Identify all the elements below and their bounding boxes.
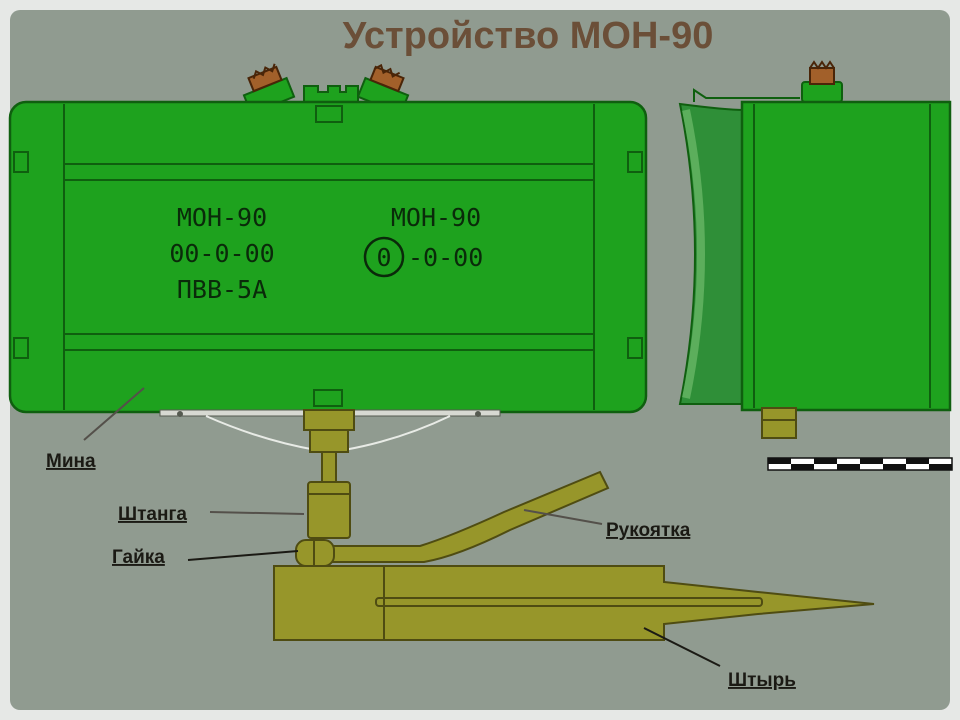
page-title: Устройство МОН-90	[343, 15, 714, 57]
mount-assembly	[273, 409, 875, 641]
callout-shtyr-label: Штырь	[728, 670, 796, 691]
spike	[273, 565, 875, 641]
callout-gaika-label: Гайка	[112, 547, 165, 568]
callout-mina-label: Мина	[46, 451, 96, 472]
marking-right-line1: МОН-90	[391, 203, 481, 232]
top-bracket	[303, 85, 359, 105]
marking-circle-digit: 0	[376, 243, 391, 272]
scale-bar	[767, 457, 953, 471]
rod	[307, 481, 351, 539]
side-body	[740, 100, 952, 412]
callout-rukoyatka-label: Рукоятка	[606, 520, 691, 541]
mine-body	[8, 100, 648, 414]
callout-shtanga-label: Штанга	[118, 504, 187, 525]
marking-left-line2: 00-0-00	[169, 239, 274, 268]
marking-right-line2: -0-00	[408, 243, 483, 272]
marking-left-line3: ПВВ-5А	[177, 275, 267, 304]
callout-mina: Мина	[46, 387, 145, 472]
marking-circle	[363, 236, 405, 278]
callout-shtyr: Штырь	[643, 627, 796, 691]
callout-gaika: Гайка	[112, 547, 299, 568]
trip-wire-right	[343, 415, 451, 451]
mine-side-view	[678, 60, 952, 439]
callout-shtanga: Штанга	[118, 504, 305, 525]
callout-rukoyatka: Рукоятка	[523, 509, 691, 541]
marking-left-line1: МОН-90	[177, 203, 267, 232]
trip-wire-left	[205, 415, 317, 451]
handle	[305, 470, 610, 563]
mine-front-view: МОН-90 00-0-00 ПВВ-5А МОН-90 0 -0-00	[8, 63, 648, 451]
